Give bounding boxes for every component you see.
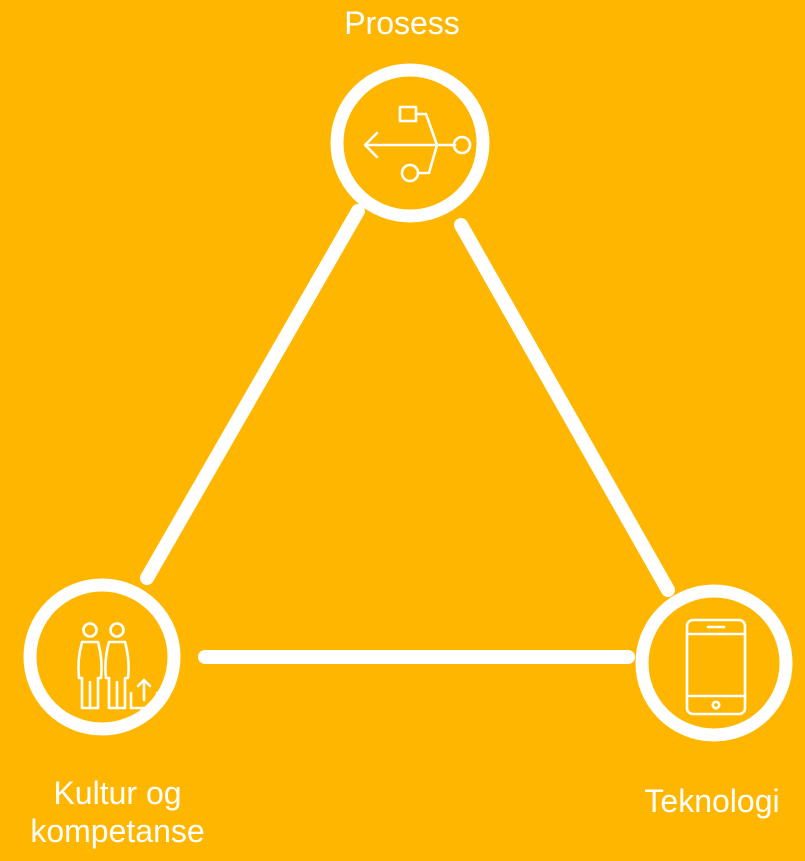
node-kultur-label-line1: Kultur og [53, 775, 182, 811]
edge-prosess-teknologi [454, 218, 675, 597]
node-kultur-label: Kultur og kompetanse [0, 774, 235, 850]
tablet-icon [685, 618, 747, 716]
people-upload-icon [77, 622, 159, 710]
node-teknologi-label: Teknologi [644, 783, 780, 819]
node-teknologi [635, 584, 793, 742]
node-kultur-label-line2: kompetanse [30, 813, 205, 849]
node-prosess-ring [330, 63, 490, 223]
node-kultur [23, 578, 181, 736]
usb-icon [363, 105, 472, 183]
node-teknologi-ring [635, 584, 793, 742]
edge-prosess-kultur [140, 204, 365, 585]
node-prosess [330, 63, 490, 223]
node-prosess-label: Prosess [344, 5, 460, 41]
